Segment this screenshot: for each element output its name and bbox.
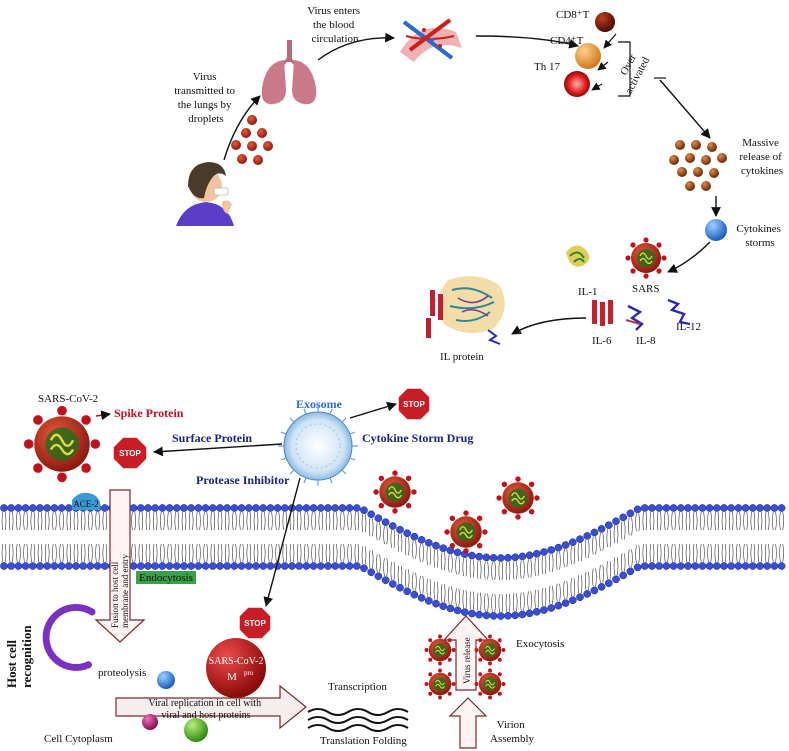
- massive-release-label: Massive release of cytokines: [739, 137, 784, 177]
- svg-text:Endocytosis: Endocytosis: [139, 572, 193, 584]
- th17-label: Th 17: [534, 61, 560, 73]
- th17-cell-icon: [564, 71, 590, 97]
- svg-text:SARS-CoV-2: SARS-CoV-2: [209, 656, 264, 667]
- translation-folding-label: Translation Folding: [320, 735, 407, 747]
- host-cell-recognition-label: Host cell recognition: [4, 625, 34, 688]
- budding-virion-3: [443, 509, 489, 555]
- il-protein-label: IL protein: [440, 351, 484, 363]
- stop-sign-protease: STOP: [238, 606, 272, 640]
- budding-virion-1: [372, 469, 418, 515]
- exosome-icon: [278, 406, 358, 486]
- virion-assembly-arrow: [448, 697, 488, 749]
- proteolysis-label: proteolysis: [98, 667, 146, 679]
- surface-protein-label: Surface Protein: [172, 431, 252, 445]
- protein-particle-green: [184, 718, 208, 742]
- transmit-label: Virus transmitted to the lungs by drople…: [174, 71, 238, 125]
- rna-strand-icon: [42, 603, 96, 671]
- blood-vessel-icon: [400, 18, 462, 62]
- fusion-entry-arrow: [94, 489, 146, 643]
- droplet-virus-particles: [231, 115, 273, 165]
- cd4-label: CD4⁺T: [550, 35, 584, 47]
- sars-virus-icon: [624, 236, 668, 280]
- transcription-label: Transcription: [328, 681, 387, 693]
- il-protein-complex-icon: [426, 276, 505, 345]
- ace2-receptor-icon: ACE-2: [72, 492, 101, 510]
- il-12-label: IL-12: [676, 321, 701, 333]
- cytokine-storm-cell-icon: [705, 219, 727, 241]
- svg-text:STOP: STOP: [244, 619, 266, 628]
- il-1-label: IL-1: [578, 286, 598, 298]
- coughing-person-icon: [176, 162, 234, 226]
- released-virion-3: [424, 668, 456, 700]
- exosome-label: Exosome: [296, 397, 343, 411]
- virion-assembly-label: Virion Assembly: [490, 719, 535, 745]
- sars-cov-2-label: SARS-CoV-2: [38, 393, 98, 405]
- exocytosis-label: Exocytosis: [516, 638, 564, 650]
- cd4-t-cell-icon: [575, 43, 601, 69]
- viral-replication-arrow: [115, 684, 307, 730]
- svg-text:M: M: [227, 671, 237, 683]
- cd8-label: CD8⁺T: [556, 9, 590, 21]
- blood-circulation-label: Virus enters the blood circulation: [307, 5, 363, 45]
- cytokine-particles: [669, 140, 727, 191]
- protein-particle-blue: [157, 671, 175, 689]
- mpro-protease-icon: SARS-CoV-2 M pro: [206, 638, 266, 698]
- il-1-protein-icon: [566, 245, 590, 267]
- released-virion-4: [474, 668, 506, 700]
- released-virion-1: [424, 634, 456, 666]
- svg-text:pro: pro: [244, 669, 254, 677]
- lungs-icon: [261, 40, 317, 105]
- svg-text:ACE-2: ACE-2: [73, 499, 99, 509]
- viral-replication-label: Viral replication in cell with viral and…: [148, 698, 263, 721]
- released-virion-2: [474, 634, 506, 666]
- fusion-entry-label: Fusion to host cell membrane and entry: [110, 554, 130, 628]
- spike-protein-label: Spike Protein: [114, 406, 184, 420]
- cytokines-storms-label: Cytokines storms: [736, 223, 783, 249]
- cytokine-storm-drug-label: Cytokine Storm Drug: [362, 431, 473, 445]
- stop-sign-cytokine: STOP: [397, 387, 431, 421]
- il-8-protein-icon: [625, 304, 644, 331]
- protein-particle-magenta: [142, 714, 158, 730]
- endocytosis-badge: Endocytosis: [136, 571, 196, 584]
- il-6-label: IL-6: [592, 335, 612, 347]
- virus-release-label: Virus release: [462, 637, 472, 684]
- cd8-t-cell-icon: [595, 12, 615, 32]
- sars-cov-2-virion-icon: [22, 404, 102, 484]
- sars-label: SARS: [632, 283, 660, 295]
- mrna-strands-icon: [307, 708, 409, 732]
- svg-text:STOP: STOP: [119, 449, 141, 458]
- budding-virion-2: [495, 475, 541, 521]
- il-12-protein-icon: [667, 298, 691, 326]
- stop-sign-surface: STOP: [112, 436, 148, 470]
- over-activated-label: Over activated: [611, 49, 652, 96]
- svg-text:STOP: STOP: [403, 400, 425, 409]
- il-8-label: IL-8: [636, 335, 656, 347]
- protease-inhibitor-label: Protease Inhibitor: [196, 473, 290, 487]
- virus-release-arrow: [442, 615, 490, 691]
- cell-cytoplasm-label: Cell Cytoplasm: [44, 733, 113, 745]
- il-6-protein-icon: [592, 300, 613, 326]
